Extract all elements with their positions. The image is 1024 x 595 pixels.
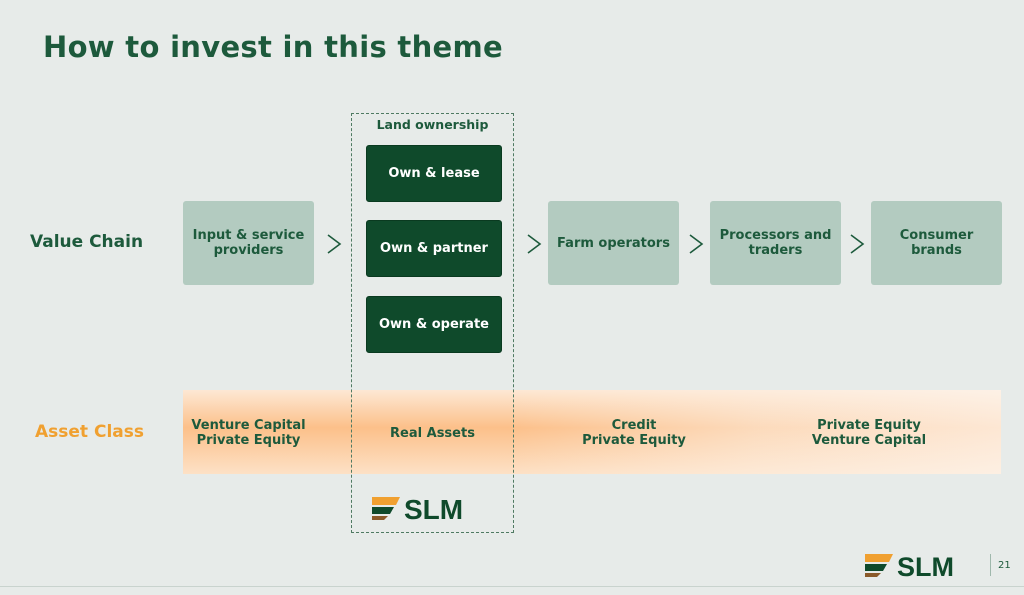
chevron-right-icon — [849, 233, 865, 255]
land-ownership-label: Land ownership — [376, 117, 489, 132]
input-providers-line2: providers — [213, 243, 284, 258]
chevron-right-icon — [526, 233, 542, 255]
asset-col3-line2: Private Equity — [582, 433, 686, 448]
own-partner-box: Own & partner — [366, 220, 502, 277]
value-chain-label: Value Chain — [30, 232, 144, 252]
asset-col4-line1: Private Equity — [817, 418, 921, 433]
farm-operators-box: Farm operators — [548, 201, 679, 285]
asset-col1-line1: Venture Capital — [191, 418, 306, 433]
slide-title: How to invest in this theme — [43, 30, 503, 64]
page-number: 21 — [998, 560, 1011, 571]
asset-col3-line1: Credit — [611, 418, 657, 433]
page-separator — [990, 554, 991, 576]
asset-class-col2: Real Assets — [390, 426, 475, 441]
asset-class-col4: Private Equity Venture Capital — [790, 418, 948, 448]
chevron-right-icon — [326, 233, 342, 255]
land-ownership-frame — [351, 113, 514, 533]
asset-col4-line2: Venture Capital — [811, 433, 927, 448]
consumer-line2: brands — [911, 243, 962, 258]
slm-logo-footer: SLM — [865, 552, 985, 582]
asset-col1-line2: Private Equity — [196, 433, 301, 448]
svg-text:SLM: SLM — [897, 552, 954, 578]
consumer-line1: Consumer — [899, 228, 974, 243]
asset-class-col1: Venture Capital Private Equity — [183, 418, 314, 448]
own-lease-box: Own & lease — [366, 145, 502, 202]
asset-class-label: Asset Class — [35, 422, 144, 442]
processors-line2: traders — [748, 243, 803, 258]
input-providers-line1: Input & service — [192, 228, 305, 243]
slm-logo: SLM — [372, 494, 492, 526]
processors-line1: Processors and — [719, 228, 832, 243]
footer-divider — [0, 586, 1024, 587]
own-operate-box: Own & operate — [366, 296, 502, 353]
asset-class-col3: Credit Private Equity — [560, 418, 708, 448]
chevron-right-icon — [688, 233, 704, 255]
svg-text:SLM: SLM — [404, 494, 463, 522]
